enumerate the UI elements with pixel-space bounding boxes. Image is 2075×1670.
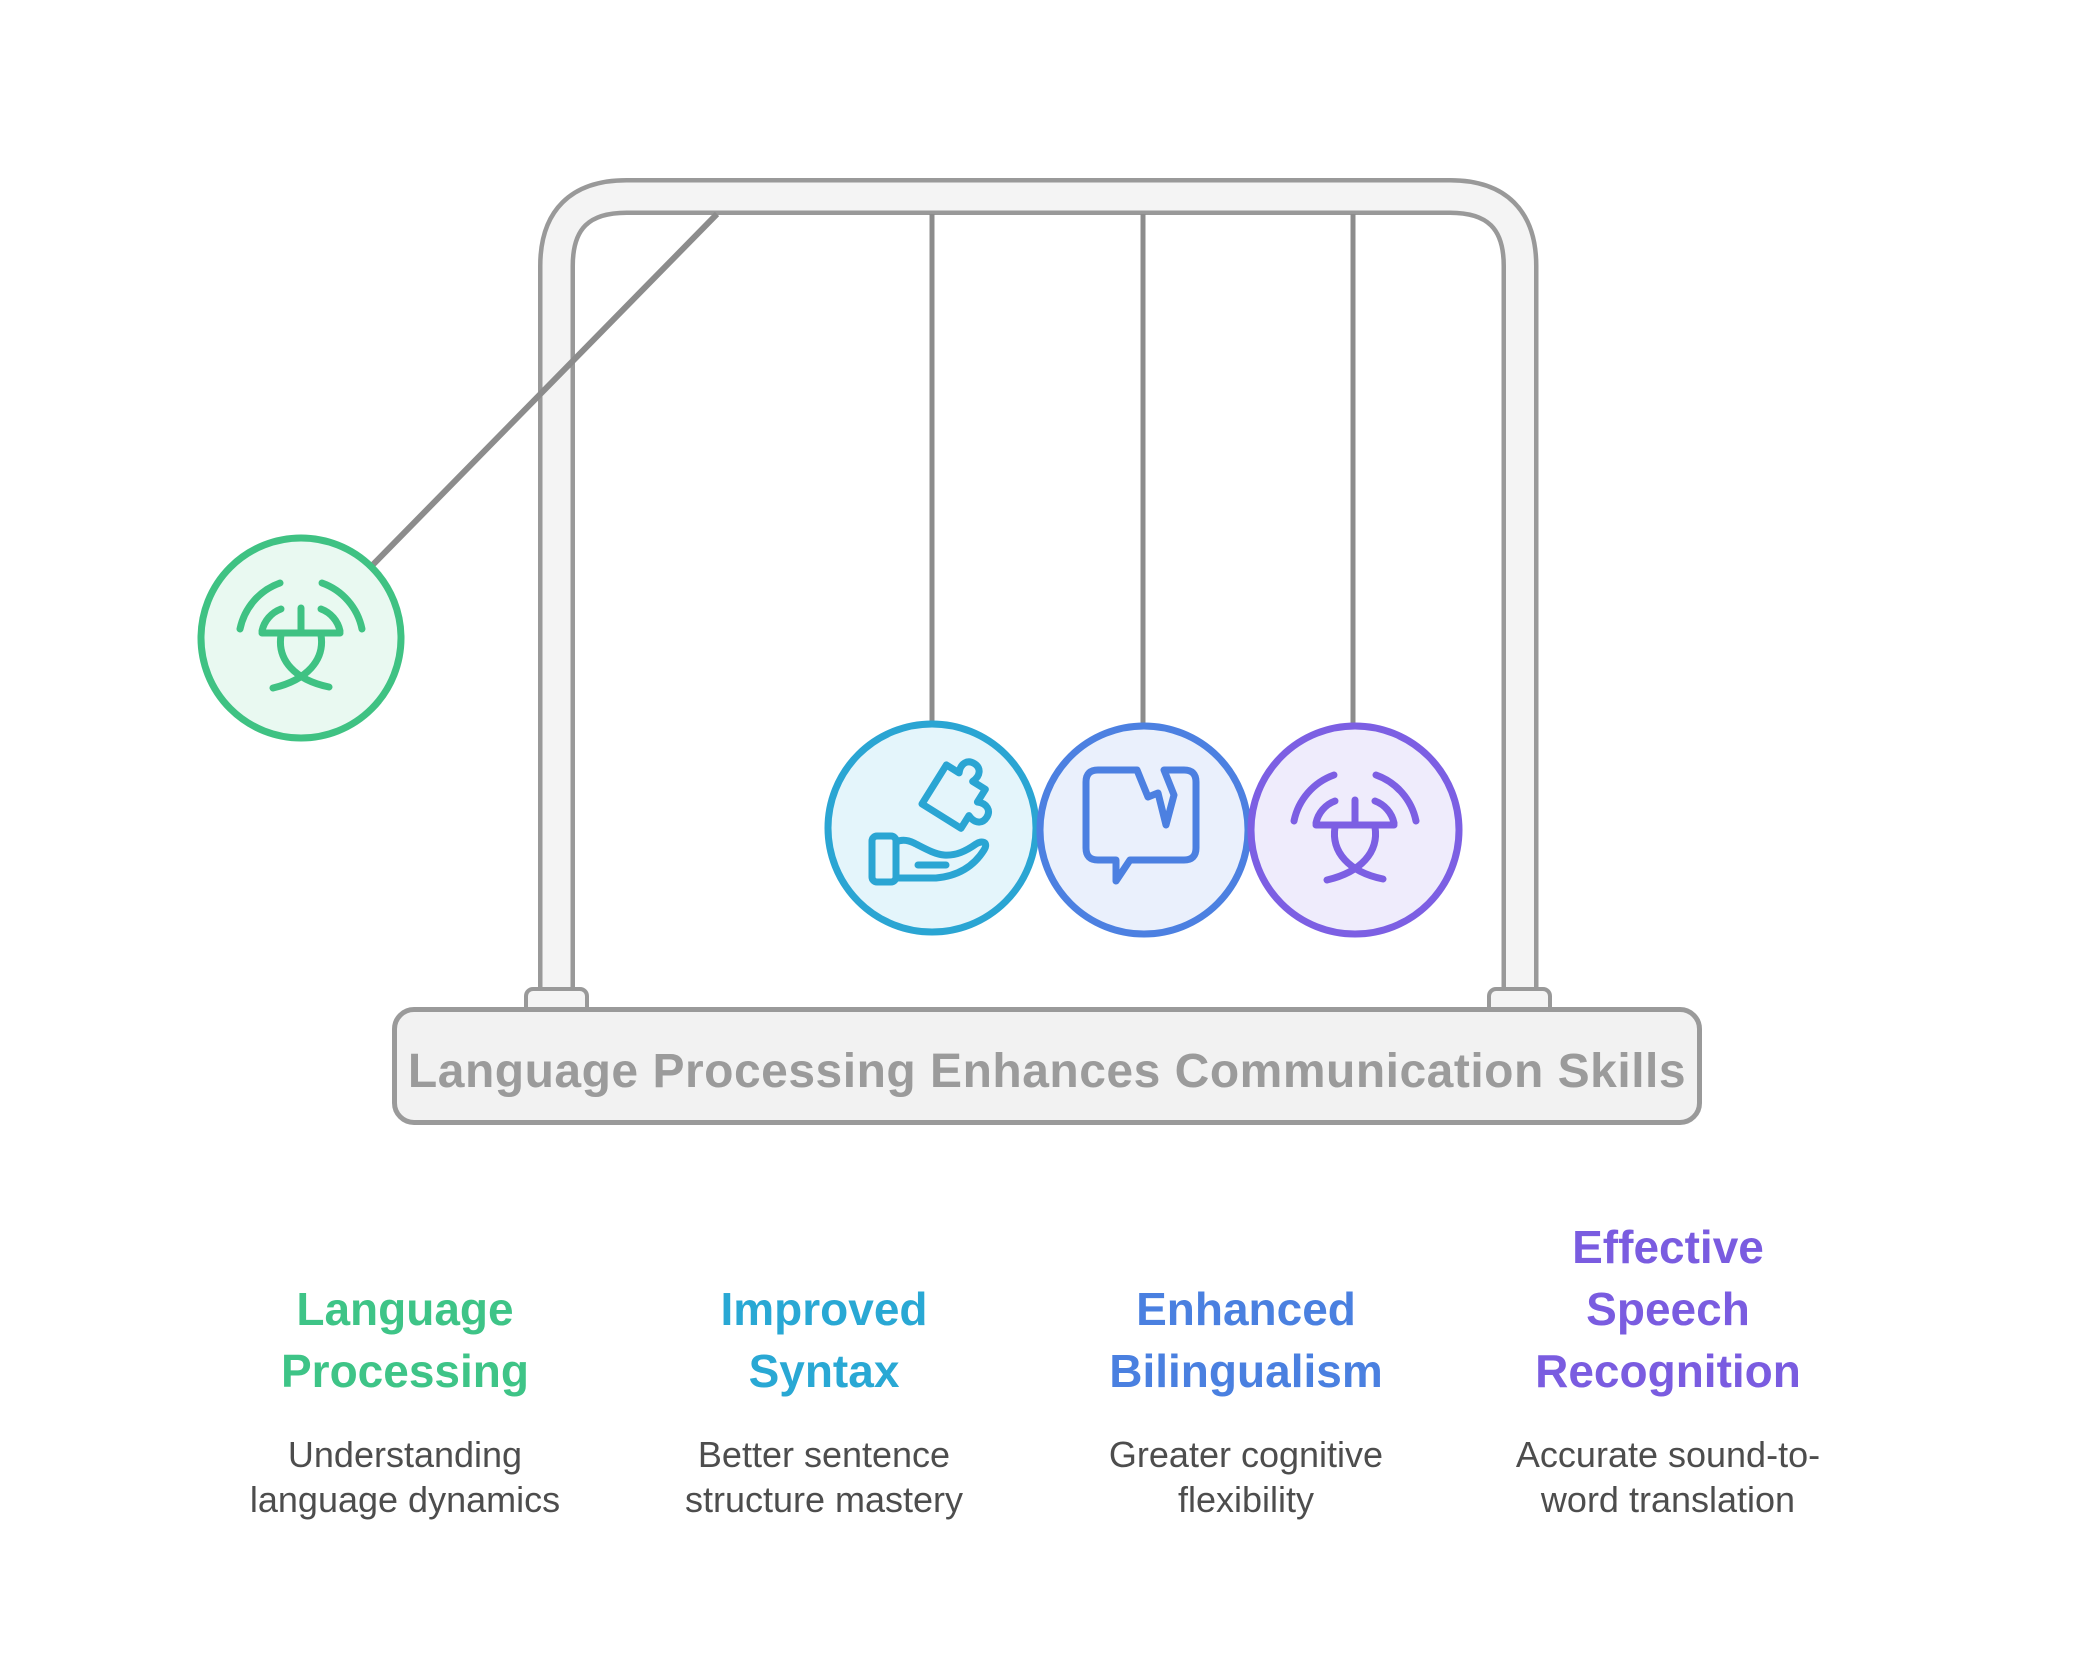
ball-improved-syntax bbox=[824, 720, 1040, 936]
column-title: Language Processing bbox=[225, 1180, 585, 1402]
column-enhanced-bilingualism: Enhanced Bilingualism Greater cognitive … bbox=[1066, 1180, 1426, 1522]
base-label-bar: Language Processing Enhances Communicati… bbox=[392, 1007, 1702, 1125]
column-title-text: Effective Speech Recognition bbox=[1535, 1221, 1801, 1397]
column-title: Improved Syntax bbox=[644, 1180, 1004, 1402]
column-effective-speech-recognition: Effective Speech Recognition Accurate so… bbox=[1488, 1180, 1848, 1522]
broken-speech-bubble-icon bbox=[1082, 766, 1200, 885]
ball-4-circle bbox=[1247, 722, 1463, 938]
frame-tube-fill bbox=[542, 182, 1534, 1004]
ball-language-processing bbox=[197, 534, 405, 742]
ball-1-circle bbox=[197, 534, 405, 742]
ball-3-circle bbox=[1036, 722, 1252, 938]
column-title: Effective Speech Recognition bbox=[1488, 1180, 1848, 1402]
column-description: Greater cognitive flexibility bbox=[1108, 1434, 1384, 1520]
column-title-text: Enhanced Bilingualism bbox=[1109, 1283, 1383, 1397]
newtons-cradle-figure bbox=[197, 178, 1552, 1017]
column-description: Accurate sound-to-word translation bbox=[1515, 1434, 1821, 1520]
column-title: Enhanced Bilingualism bbox=[1066, 1180, 1426, 1402]
hand-holding-puzzle-icon bbox=[868, 758, 992, 886]
base-label-text: Language Processing Enhances Communicati… bbox=[407, 1044, 1687, 1098]
column-language-processing: Language Processing Understanding langua… bbox=[225, 1180, 585, 1522]
column-description: Understanding language dynamics bbox=[249, 1434, 561, 1520]
ball-enhanced-bilingualism bbox=[1036, 722, 1252, 938]
ball-effective-speech-recognition bbox=[1247, 722, 1463, 938]
ball-2-circle bbox=[824, 720, 1040, 936]
column-title-text: Improved Syntax bbox=[720, 1283, 928, 1397]
column-improved-syntax: Improved Syntax Better sentence structur… bbox=[644, 1180, 1004, 1522]
column-title-text: Language Processing bbox=[281, 1283, 529, 1397]
column-description: Better sentence structure mastery bbox=[684, 1434, 964, 1520]
